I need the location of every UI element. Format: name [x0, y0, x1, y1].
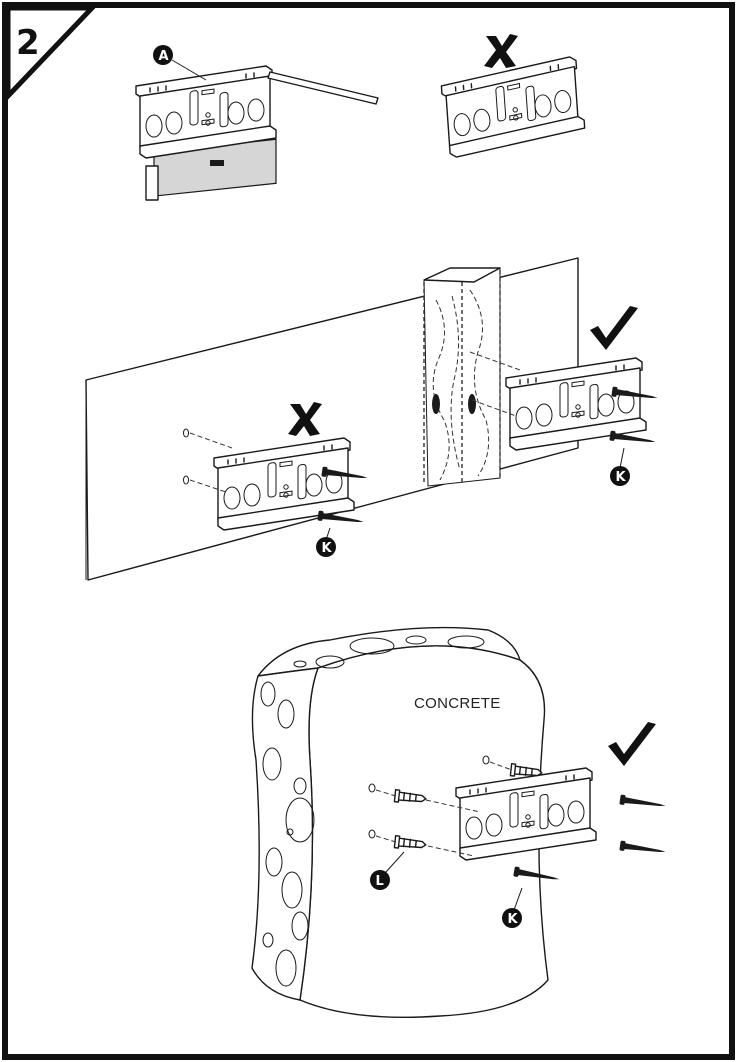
callout-k-concrete: K	[502, 908, 522, 928]
callout-leader-k-right	[619, 447, 625, 469]
correct-mark-concrete	[608, 722, 656, 766]
wood-stud	[423, 267, 501, 487]
drywall-hole-2	[183, 475, 189, 485]
alignment-lines-concrete	[375, 761, 513, 857]
concrete-hole-1	[482, 755, 490, 765]
level-bubble	[210, 160, 224, 166]
concrete-label: CONCRETE	[414, 695, 501, 712]
callout-leader-l	[385, 851, 405, 873]
drywall-panel	[85, 257, 579, 581]
callout-k-right: K	[610, 466, 630, 486]
alignment-lines-left	[189, 432, 233, 493]
step-corner-tab	[5, 5, 98, 103]
step-number: 2	[16, 23, 40, 63]
bracket-tilted	[439, 55, 587, 159]
drywall-hole-1	[183, 428, 189, 438]
pencil	[267, 71, 379, 105]
wrong-mark-top	[484, 34, 518, 68]
callout-a: A	[153, 45, 173, 65]
svg-text:K: K	[508, 912, 519, 927]
svg-text:L: L	[376, 874, 384, 889]
callout-leader-k-concrete	[513, 887, 523, 911]
bracket-leveled	[135, 65, 277, 201]
concrete-screw-lower	[619, 840, 667, 857]
svg-text:A: A	[159, 49, 169, 64]
concrete-hole-2	[368, 783, 376, 793]
callout-l: L	[370, 870, 390, 890]
callout-leader-a	[171, 59, 207, 81]
level-clamp	[145, 165, 159, 201]
correct-mark-stud	[590, 306, 638, 350]
svg-text:K: K	[616, 470, 627, 485]
concrete-screw-upper	[619, 794, 667, 811]
concrete-block	[251, 626, 549, 1018]
alignment-lines-stud	[469, 351, 521, 417]
svg-text:K: K	[322, 541, 333, 556]
concrete-hole-3	[368, 829, 376, 839]
callout-k-left: K	[316, 537, 336, 557]
wrong-mark-drywall	[288, 402, 322, 436]
